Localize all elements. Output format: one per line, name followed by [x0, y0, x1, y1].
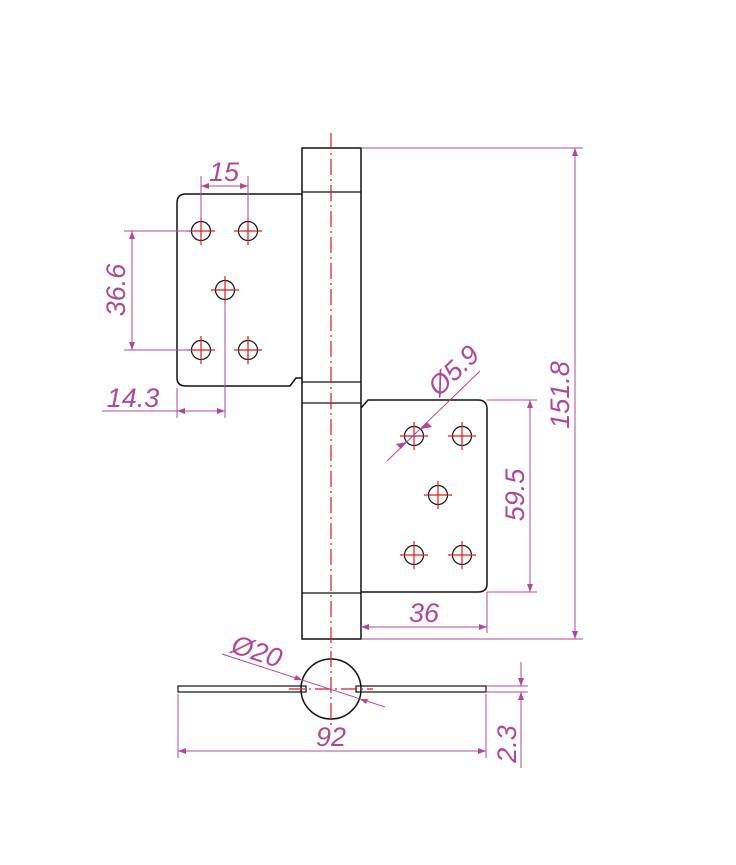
dimension-label-pin-diameter: Ø20 [227, 629, 286, 674]
lower-leaf-outline [360, 399, 488, 593]
screw-hole [424, 481, 452, 509]
dimension-left-edge-offset: 14.3 [102, 300, 226, 418]
dimension-leaf-thickness: 2.3 [486, 662, 528, 768]
upper-leaf-holes [187, 217, 262, 364]
upper-leaf-outline [176, 193, 302, 387]
screw-hole [211, 276, 239, 304]
dimension-label-92: 92 [316, 722, 346, 752]
dimension-right-vertical-spacing: 59.5 [487, 399, 537, 593]
dimension-total-width: 92 [177, 694, 487, 758]
lower-leaf-holes [400, 422, 476, 569]
screw-hole [448, 541, 476, 569]
dimension-label-15: 15 [209, 157, 240, 187]
hinge-top-view [177, 651, 487, 727]
dimension-label-59-5: 59.5 [500, 468, 530, 522]
screw-hole [400, 541, 428, 569]
screw-hole [234, 217, 262, 245]
dimension-label-36-6: 36.6 [101, 263, 131, 317]
screw-hole [448, 422, 476, 450]
dimension-left-vertical-spacing: 36.6 [101, 230, 191, 351]
screw-hole [400, 422, 428, 450]
screw-hole [187, 336, 215, 364]
dimension-label-151-8: 151.8 [545, 361, 575, 429]
screw-hole [234, 336, 262, 364]
dimension-total-height: 151.8 [361, 147, 583, 640]
dimension-label-hole-diameter: Ø5.9 [422, 339, 486, 402]
dimension-label-2-3: 2.3 [492, 725, 522, 764]
screw-hole [187, 217, 215, 245]
dimension-right-width: 36 [361, 592, 488, 633]
dimension-label-14-3: 14.3 [107, 383, 160, 413]
dimension-top-hole-spacing: 15 [200, 157, 249, 221]
dimension-label-36: 36 [409, 598, 440, 628]
